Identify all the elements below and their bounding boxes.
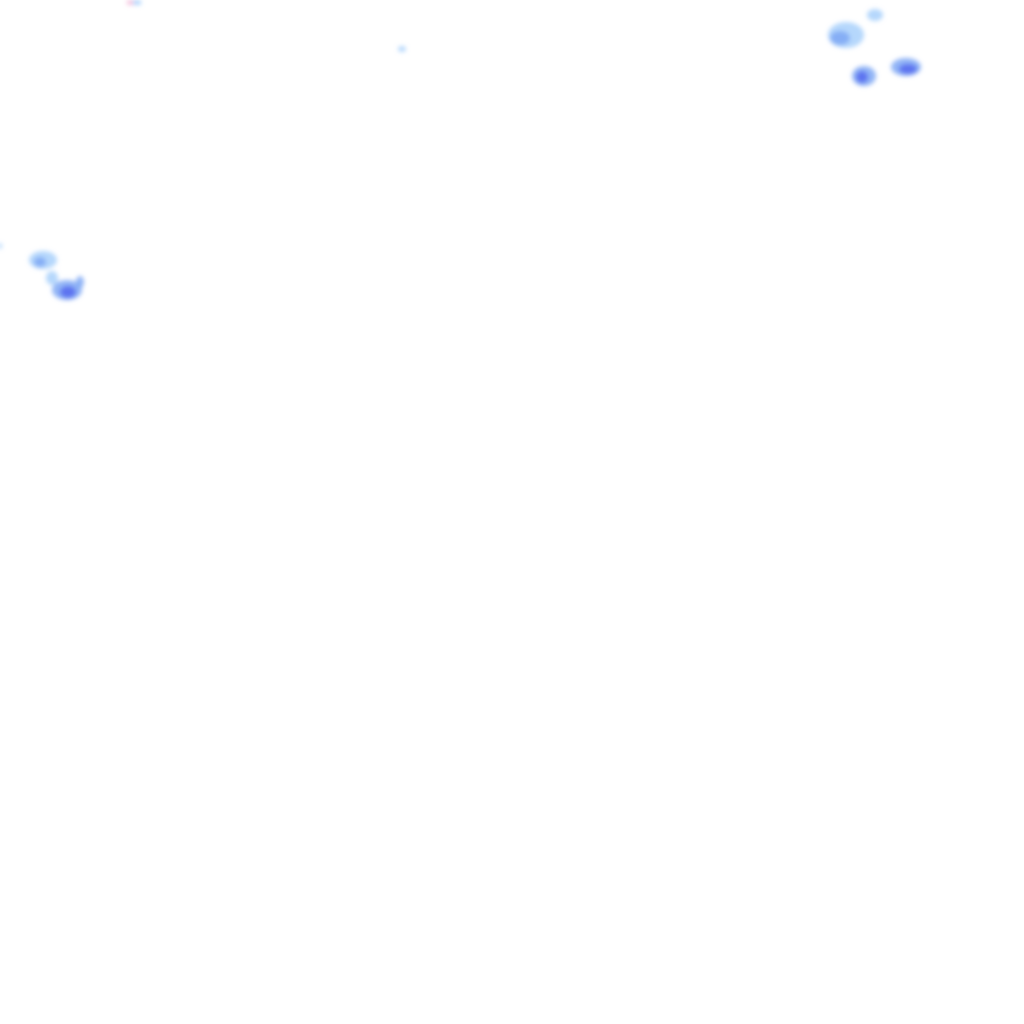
precip-cell-cluster-top-right (828, 9, 921, 86)
precip-cell-top-left (127, 0, 141, 5)
precip-cell-small (398, 46, 406, 52)
precip-cell-cluster-left (0, 243, 84, 300)
